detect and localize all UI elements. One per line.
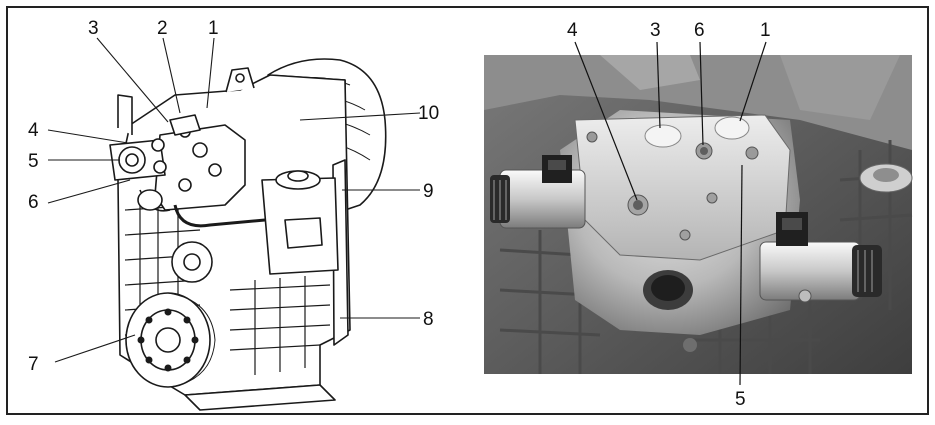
callout-6-left: 6 xyxy=(28,192,39,213)
callout-3-right: 3 xyxy=(650,20,661,41)
callout-3-left: 3 xyxy=(88,18,99,39)
callout-1-left: 1 xyxy=(208,18,219,39)
callout-4-right: 4 xyxy=(567,20,578,41)
callout-8-left: 8 xyxy=(423,309,434,330)
callout-1-right: 1 xyxy=(760,20,771,41)
right-leader-lines xyxy=(574,41,767,386)
callout-5-right: 5 xyxy=(735,389,746,410)
callout-4-left: 4 xyxy=(28,120,39,141)
callout-2-left: 2 xyxy=(157,18,168,39)
callout-5-left: 5 xyxy=(28,151,39,172)
outer-border xyxy=(6,6,929,415)
valve-block-photo xyxy=(484,55,913,374)
callout-9-left: 9 xyxy=(423,181,434,202)
gearbox-line-drawing xyxy=(109,58,387,411)
callout-10-left: 10 xyxy=(418,103,439,124)
left-leader-lines xyxy=(47,37,421,363)
callout-6-right: 6 xyxy=(694,20,705,41)
callout-7-left: 7 xyxy=(28,354,39,375)
